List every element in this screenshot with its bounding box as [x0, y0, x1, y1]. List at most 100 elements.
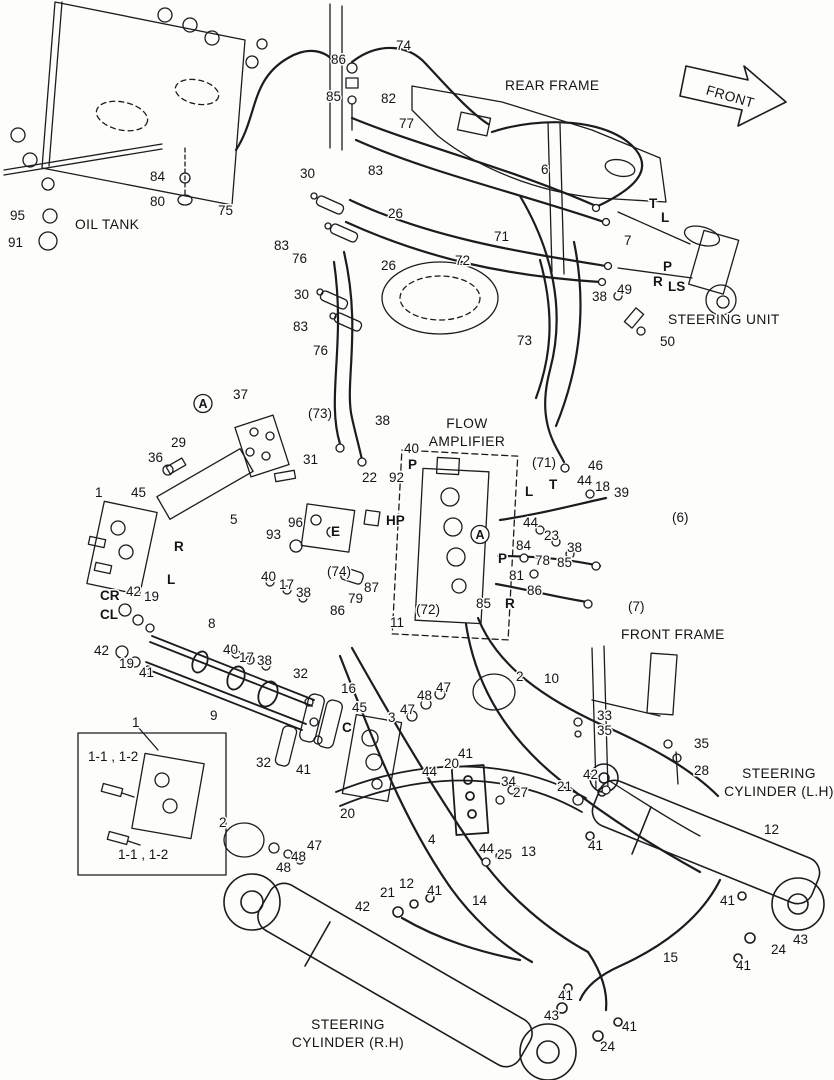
valve-block-3	[342, 689, 445, 801]
callout-73: 73	[517, 333, 532, 348]
callout-6: 6	[541, 162, 549, 177]
callout-38: 38	[375, 413, 390, 428]
callout-22: 22	[362, 470, 377, 485]
callout-35: 35	[694, 736, 709, 751]
part-82-fitting	[347, 63, 357, 73]
callout-80: 80	[150, 194, 165, 209]
callout-45: 45	[352, 700, 367, 715]
callout-3: 3	[388, 710, 396, 725]
callout-74: 74	[396, 38, 412, 53]
callout-83: 83	[368, 163, 383, 178]
port-label-C: C	[342, 720, 352, 735]
callout-(74): (74)	[327, 564, 351, 579]
port-label-R: R	[653, 274, 663, 289]
callout-46: 46	[588, 458, 603, 473]
svg-text:A: A	[198, 397, 207, 411]
port-label-R: R	[174, 539, 184, 554]
port-label-P: P	[498, 551, 507, 566]
callout-14: 14	[472, 893, 488, 908]
callout-10: 10	[544, 671, 559, 686]
callout-41: 41	[558, 988, 573, 1003]
callout-17: 17	[279, 577, 294, 592]
callout-(73): (73)	[308, 406, 332, 421]
callout-96: 96	[288, 515, 303, 530]
port-label-CL: CL	[100, 607, 118, 622]
callout-1-1 , 1-2: 1-1 , 1-2	[88, 749, 138, 764]
port-label-E: E	[331, 524, 340, 539]
callout-93: 93	[266, 527, 281, 542]
hydraulic-hoses	[236, 48, 720, 1010]
callout-32: 32	[256, 755, 271, 770]
callout-41: 41	[139, 665, 154, 680]
mount-bracket-assembly	[157, 415, 296, 519]
callout-40: 40	[223, 642, 238, 657]
callout-12: 12	[764, 822, 779, 837]
callout-30: 30	[294, 287, 309, 302]
component-label: FRONT	[704, 83, 756, 111]
callout-24: 24	[771, 942, 787, 957]
inset-detail-box	[78, 727, 226, 875]
callout-4: 4	[428, 832, 436, 847]
callout-45: 45	[131, 485, 146, 500]
port-label-P: P	[663, 259, 672, 274]
callout-87: 87	[364, 580, 379, 595]
callout-42: 42	[94, 643, 109, 658]
callout-42: 42	[583, 767, 598, 782]
component-label: STEERING	[311, 1017, 385, 1032]
callout-48: 48	[276, 860, 291, 875]
callout-41: 41	[427, 883, 442, 898]
callout-32: 32	[293, 666, 308, 681]
component-label: REAR FRAME	[505, 78, 599, 93]
callout-25: 25	[497, 847, 512, 862]
callout-17: 17	[239, 650, 254, 665]
port-label-T: T	[649, 196, 658, 211]
small-fittings	[232, 205, 612, 867]
valve-block-1	[87, 501, 157, 674]
callout-40: 40	[404, 441, 419, 456]
component-label: OIL TANK	[75, 217, 140, 232]
callout-42: 42	[355, 899, 370, 914]
port-label-L: L	[167, 572, 175, 587]
callout-2: 2	[516, 669, 524, 684]
part-95-washer	[43, 209, 57, 223]
oil-tank	[4, 2, 267, 250]
callout-50: 50	[660, 334, 675, 349]
callout-41: 41	[622, 1019, 637, 1034]
callout-47: 47	[307, 838, 322, 853]
pilot-valve-block	[290, 504, 380, 585]
callout-48: 48	[291, 849, 306, 864]
callout-76: 76	[313, 343, 328, 358]
callout-19: 19	[144, 589, 159, 604]
callout-33: 33	[597, 708, 612, 723]
front-frame-structure	[574, 646, 700, 836]
callout-36: 36	[148, 450, 163, 465]
callout-30: 30	[300, 166, 315, 181]
callout-81: 81	[509, 568, 524, 583]
callout-75: 75	[218, 203, 233, 218]
port-label-LS: LS	[668, 279, 685, 294]
svg-text:A: A	[475, 528, 484, 542]
callout-(72): (72)	[416, 602, 440, 617]
part-80-fitting	[178, 195, 192, 205]
callout-1-1 , 1-2: 1-1 , 1-2	[118, 847, 168, 862]
callout-38: 38	[257, 653, 272, 668]
component-label: CYLINDER (R.H)	[292, 1035, 404, 1050]
callout-24: 24	[600, 1039, 616, 1054]
callout-41: 41	[458, 746, 473, 761]
part-50-fitting	[624, 308, 643, 328]
callout-83: 83	[274, 238, 289, 253]
callout-43: 43	[544, 1008, 559, 1023]
callout-26: 26	[388, 206, 403, 221]
callout-41: 41	[736, 958, 751, 973]
callout-20: 20	[444, 756, 459, 771]
callout-34: 34	[501, 774, 517, 789]
callout-41: 41	[720, 893, 735, 908]
callout-27: 27	[513, 785, 528, 800]
callout-95: 95	[10, 208, 25, 223]
callout-91: 91	[8, 235, 23, 250]
callout-13: 13	[521, 844, 536, 859]
callout-41: 41	[588, 838, 603, 853]
callout-21: 21	[380, 885, 395, 900]
